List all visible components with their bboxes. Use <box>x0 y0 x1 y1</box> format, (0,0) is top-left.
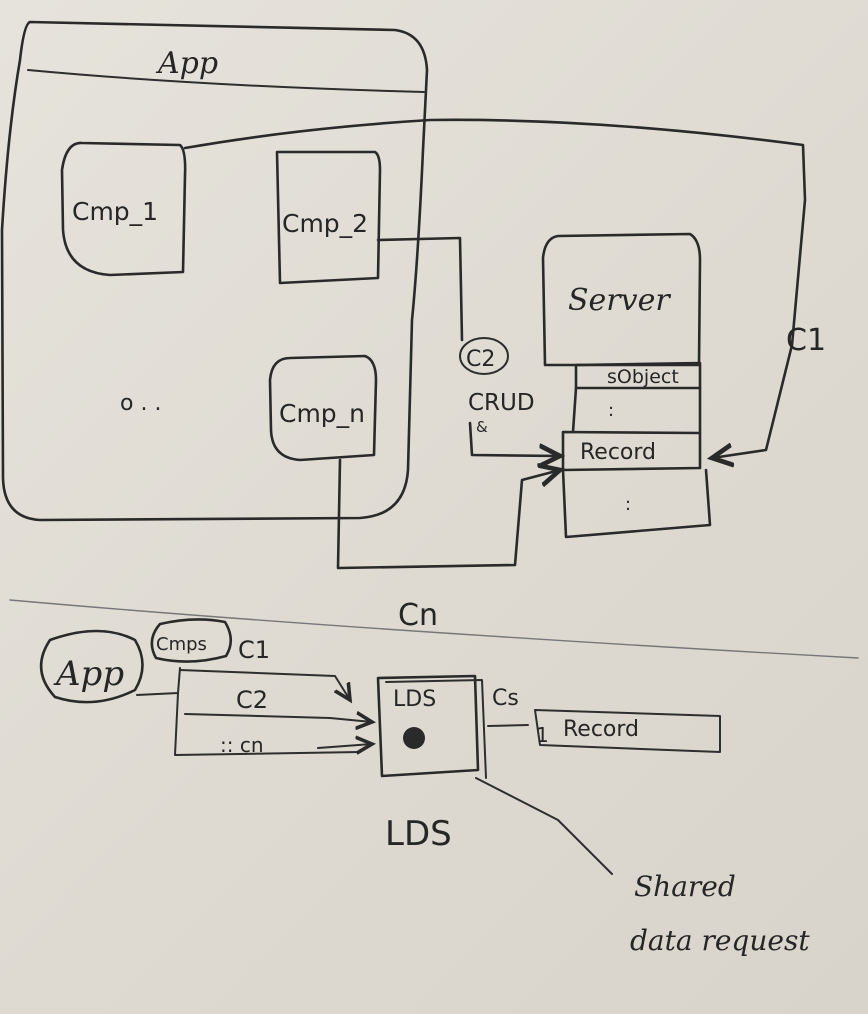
lower-cn-label: :: cn <box>220 733 264 757</box>
lower-cs-label: Cs <box>492 686 519 711</box>
lower-record-label: Record <box>563 717 639 742</box>
lower-cmps-label: Cmps <box>156 634 207 655</box>
components-ellipsis: o . . <box>120 391 161 416</box>
lds-title: LDS <box>385 814 452 854</box>
lower-channel-cs: Cs 1 Record <box>487 686 721 753</box>
component-cmp2-label: Cmp_2 <box>282 209 368 238</box>
connection-cn: Cn <box>336 458 560 633</box>
lower-c2-label: C2 <box>236 686 268 714</box>
connection-c2-label: C2 <box>466 347 495 372</box>
lower-app-label: App <box>53 654 124 694</box>
connection-c1-label: C1 <box>786 323 826 358</box>
component-cmp2: Cmp_2 <box>275 150 382 285</box>
server-row-sobject: sObject <box>607 366 679 388</box>
lower-cmps-bubble: Cmps <box>150 618 233 663</box>
annotation-line2: data request <box>630 924 810 957</box>
section-divider <box>9 599 859 659</box>
server-box: Server sObject Record : : <box>541 232 712 539</box>
connection-cn-label: Cn <box>398 598 438 633</box>
server-dots-lower: : <box>625 494 631 515</box>
lower-channel-c1: C1 <box>179 636 350 700</box>
component-cmpn-label: Cmp_n <box>279 399 365 428</box>
annotation-line1: Shared <box>634 870 736 903</box>
lower-record-index: 1 <box>536 723 549 747</box>
lower-channel-c2: C2 <box>184 686 372 722</box>
crud-sub: & <box>476 418 488 436</box>
connection-c2: C2 CRUD & <box>376 236 560 456</box>
connection-c1: C1 <box>183 118 826 458</box>
lds-box-label: LDS <box>393 687 436 712</box>
annotation-pointer <box>475 777 613 875</box>
lower-app-bubble: App <box>39 629 144 704</box>
component-cmpn: Cmp_n <box>268 354 378 462</box>
lds-box: LDS <box>376 674 487 779</box>
crud-label: CRUD <box>468 390 535 416</box>
component-cmp1: Cmp_1 <box>60 141 187 277</box>
server-dots-upper: : <box>608 400 614 421</box>
server-label: Server <box>568 283 671 318</box>
lower-c1-label: C1 <box>238 636 270 664</box>
app-box: App <box>0 20 429 522</box>
lower-channel-cn: :: cn <box>220 733 372 757</box>
server-row-record: Record <box>580 440 656 465</box>
app-title: App <box>155 46 218 81</box>
component-cmp1-label: Cmp_1 <box>72 197 158 226</box>
lds-shared-data-scribble <box>403 727 425 749</box>
